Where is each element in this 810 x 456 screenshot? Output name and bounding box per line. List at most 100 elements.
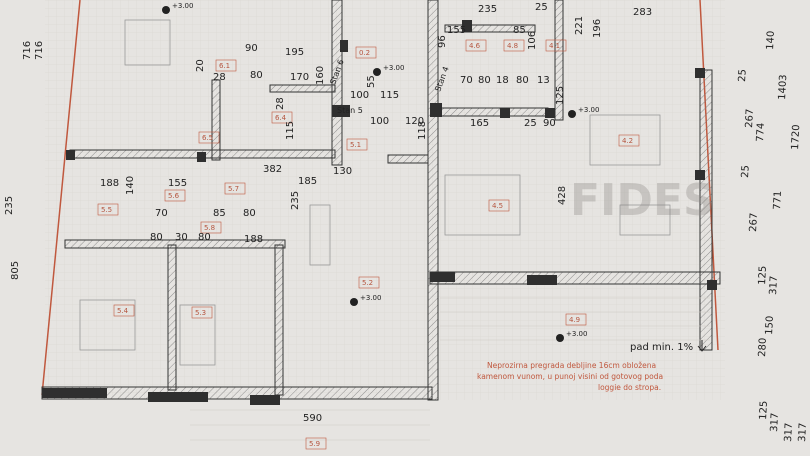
dimension-label: 90 [543,118,556,129]
dimension-label: 100 [370,116,389,127]
dimension-label: 188 [244,234,263,245]
dimension-label: 235 [290,191,301,210]
dimension-label: 317 [769,413,781,433]
room-tag-box [355,46,377,59]
room-number: 4.8 [507,42,518,50]
room-number: 4.2 [622,137,633,145]
dimension-label: 25 [737,69,749,82]
dimension-label: 125 [555,86,566,105]
dimension-label: 80 [478,75,491,86]
room-number: 6.5 [202,134,213,142]
dimension-label: 30 [175,232,188,243]
room-number: 5.7 [228,185,239,193]
dimension-label: 317 [783,423,795,443]
dimension-label: 140 [125,176,136,195]
dimension-label: 96 [437,35,448,48]
dimension-label: 235 [478,4,497,15]
partition-note: Neprozirna pregrada debljine 16cm oblože… [487,361,656,370]
dimension-label: 235 [4,196,15,215]
room-tag-box [465,39,487,52]
room-number: 5.8 [204,224,215,232]
dimension-label: 280 [757,338,769,358]
dimension-label: 85 [213,208,226,219]
elevation-marker-icon [373,68,381,76]
dimension-label: 1403 [777,74,789,100]
room-number: 6.1 [219,62,230,70]
dimension-label: 120 [405,116,424,127]
room-tag-box [503,39,525,52]
elevation-marker-icon [350,298,358,306]
furniture [79,19,671,366]
room-tag-box [164,189,186,202]
room-tag-box [358,276,380,289]
dimension-label: 155 [168,178,187,189]
dimension-label: 130 [333,166,352,177]
room-tag-box [618,134,640,147]
dimension-label: 25 [524,118,537,129]
room-tag-box [545,39,567,52]
elevation-marker-icon [556,334,564,342]
watermark-logo: FIDES [570,175,715,226]
room-tag-box [565,313,587,326]
dimension-label: 55 [366,75,377,88]
room-number: 5.4 [117,307,129,315]
dimension-label: 716 [22,41,33,60]
dimension-label: 80 [243,208,256,219]
dimension-label: 196 [592,19,603,38]
interior-walls [64,0,721,401]
dimension-label: 317 [797,423,809,443]
room-tag-box [97,203,119,216]
room-number: 4.5 [492,202,503,210]
elevation-label: +3.00 [578,106,599,114]
dimension-label: 70 [460,75,473,86]
elevation-label: +3.00 [172,2,193,10]
room-number: 5.5 [101,206,112,214]
floor-grid [45,0,725,400]
dimension-label: 1720 [790,124,802,150]
dimension-label: 317 [768,276,780,296]
room-number: 4.6 [469,42,481,50]
room-number: 4.9 [569,316,580,324]
dimension-label: 25 [740,165,752,178]
dimension-label: 80 [150,232,163,243]
room-number: 5.3 [195,309,206,317]
elevation-label: +3.00 [566,330,587,338]
dimension-label: 195 [285,47,304,58]
dimension-label: 165 [470,118,489,129]
room-number: 5.2 [362,279,373,287]
dimension-label: 185 [298,176,317,187]
room-tag-box [215,59,237,72]
dimension-label: 267 [748,213,760,233]
dimension-label: 13 [537,75,550,86]
dimension-label: 140 [765,31,777,51]
apartment-label: Stan 5 [337,106,363,115]
dimension-label: 85 [513,25,526,36]
dimension-label: 18 [496,75,509,86]
room-number: 5.1 [350,141,361,149]
dimension-label: 28 [213,72,226,83]
dimension-label: 188 [100,178,119,189]
dimension-label: 28 [275,97,286,110]
dimension-label: 771 [772,191,784,211]
elevation-label: +3.00 [383,64,404,72]
room-tag-box [200,221,222,234]
partition-note: loggie do stropa. [598,383,661,392]
room-tag-box [191,306,213,319]
loggia-decking [190,297,710,441]
dimension-label: 283 [633,7,652,18]
dimension-label: 80 [516,75,529,86]
dimension-label: 125 [757,266,769,286]
dimension-label: 155 [447,25,466,36]
room-number: 0.2 [359,49,370,57]
room-tag-box [346,138,368,151]
elevation-marker-icon [568,110,576,118]
room-number: 6.4 [275,114,287,122]
room-tag-box [224,182,246,195]
dimension-label: 115 [380,90,399,101]
room-tag-box [271,111,293,124]
partition-note: kamenom vunom, u punoj visini od gotovog… [477,372,663,381]
outer-walls [41,0,719,400]
elevation-marker-icon [162,6,170,14]
dimension-label: 70 [155,208,168,219]
